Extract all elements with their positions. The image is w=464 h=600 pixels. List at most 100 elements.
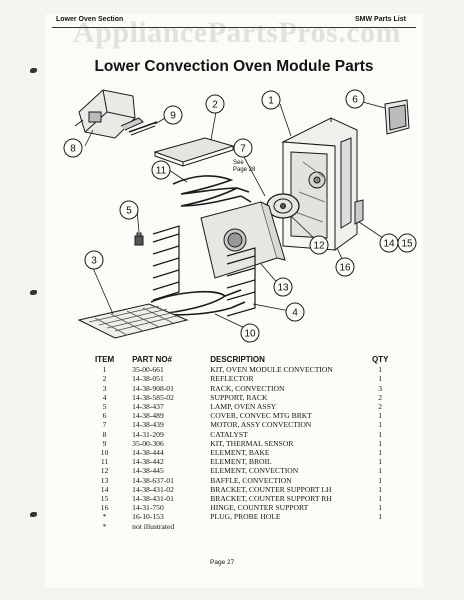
callout-3: 3 [84, 250, 104, 270]
row-description: HINGE, COUNTER SUPPORT [210, 503, 309, 513]
callout-6: 6 [345, 89, 365, 109]
row-part-number: 14-38-445 [132, 466, 164, 476]
col-part-header: PART NO# [132, 355, 172, 364]
row-description: ELEMENT, BROIL [210, 457, 272, 467]
svg-text:5: 5 [126, 206, 132, 217]
row-description: BRACKET, COUNTER SUPPORT RH [210, 494, 332, 504]
row-qty: 2 [378, 402, 383, 412]
svg-text:2: 2 [212, 100, 218, 111]
col-desc-header: DESCRIPTION [210, 355, 265, 364]
row-item: 7 [102, 420, 107, 430]
row-qty: 1 [378, 411, 383, 421]
svg-text:6: 6 [352, 95, 358, 106]
row-qty: 1 [378, 420, 383, 430]
row-qty: 1 [378, 475, 383, 485]
exploded-parts-diagram: 1 2 3 4 5 6 7 See Page 28 8 9 10 11 12 1… [63, 89, 417, 343]
row-description: CATALYST [210, 429, 248, 439]
svg-text:10: 10 [244, 329, 256, 340]
callout-14: 14 [379, 233, 399, 253]
header-doc: SMW Parts List [355, 16, 406, 23]
svg-text:11: 11 [156, 166, 167, 177]
part-convection-element-drawing [266, 193, 300, 219]
row-description: ELEMENT, BAKE [210, 448, 270, 458]
row-part-number: 14-38-444 [132, 448, 164, 458]
row-item: 2 [102, 374, 107, 384]
row-description: SUPPORT, RACK [210, 392, 268, 402]
row-item: * [102, 521, 107, 531]
part-thermal-sensor-drawing [128, 121, 158, 136]
see-page-ref: Page 28 [233, 167, 256, 173]
part-baffle-drawing [200, 201, 286, 279]
svg-text:16: 16 [339, 263, 351, 274]
row-part-number: 14-38-585-02 [132, 392, 174, 402]
row-part-number: 14-38-442 [132, 457, 164, 467]
header-rule [52, 27, 416, 28]
row-qty [368, 522, 392, 531]
row-qty: 1 [378, 494, 383, 504]
row-part-number: 35-00-661 [132, 365, 164, 375]
callout-12: 12 [309, 235, 329, 255]
row-qty: 1 [378, 503, 383, 513]
table-row: *not illustrated [87, 522, 392, 531]
callout-5: 5 [119, 200, 139, 220]
header-section: Lower Oven Section [56, 16, 124, 23]
row-item: 15 [100, 494, 109, 504]
row-item: 3 [102, 383, 107, 393]
row-part-number: 35-00-306 [132, 438, 164, 448]
row-item: 14 [100, 484, 109, 494]
row-qty: 3 [378, 383, 383, 393]
callout-1: 1 [261, 90, 281, 110]
part-lamp-drawing [134, 232, 144, 246]
part-bake-element-drawing [150, 289, 246, 316]
row-qty: 2 [378, 392, 383, 402]
part-reflector-drawing [153, 137, 235, 167]
col-item-header: ITEM [95, 355, 115, 364]
row-qty: 1 [378, 457, 383, 467]
row-item: 1 [102, 365, 107, 375]
row-description: LAMP, OVEN ASSY [210, 402, 277, 412]
svg-text:8: 8 [70, 144, 76, 155]
callout-7: 7 [233, 138, 253, 158]
callout-9: 9 [163, 105, 183, 125]
binder-hole-bottom [30, 512, 37, 517]
part-broil-element-drawing [172, 175, 252, 207]
page-title: Lower Convection Oven Module Parts [94, 58, 374, 75]
callout-15: 15 [397, 233, 417, 253]
row-item: 8 [102, 429, 107, 439]
row-item: 6 [102, 411, 107, 421]
row-qty: 1 [378, 365, 383, 375]
row-description: RACK, CONVECTION [210, 383, 285, 393]
svg-text:7: 7 [240, 144, 246, 155]
callout-13: 13 [273, 277, 293, 297]
table-header-row: ITEM PART NO# DESCRIPTION QTY [87, 355, 392, 365]
row-description: ELEMENT, CONVECTION [210, 466, 299, 476]
row-item: 10 [100, 448, 109, 458]
page-number: Page 27 [210, 559, 235, 566]
row-qty: 1 [378, 429, 383, 439]
row-description: BRACKET, COUNTER SUPPORT LH [210, 484, 332, 494]
part-oven-module-drawing [281, 117, 364, 251]
row-part-number: 16-10-153 [132, 512, 164, 522]
watermark: AppliancePartsPros.com [73, 16, 401, 49]
row-item: * [102, 512, 107, 522]
svg-text:14: 14 [383, 239, 395, 250]
row-part-number: 14-38-489 [132, 411, 164, 421]
row-item: 4 [102, 392, 107, 402]
row-item: 12 [100, 466, 109, 476]
row-description: REFLECTOR [210, 374, 254, 384]
row-part-number: 14-31-750 [132, 503, 164, 513]
row-item: 11 [100, 457, 109, 467]
binder-hole-middle [30, 290, 37, 295]
svg-text:15: 15 [401, 239, 413, 250]
part-cover-bracket-drawing [384, 99, 410, 135]
row-qty: 1 [378, 466, 383, 476]
row-description: KIT, THERMAL SENSOR [210, 438, 294, 448]
